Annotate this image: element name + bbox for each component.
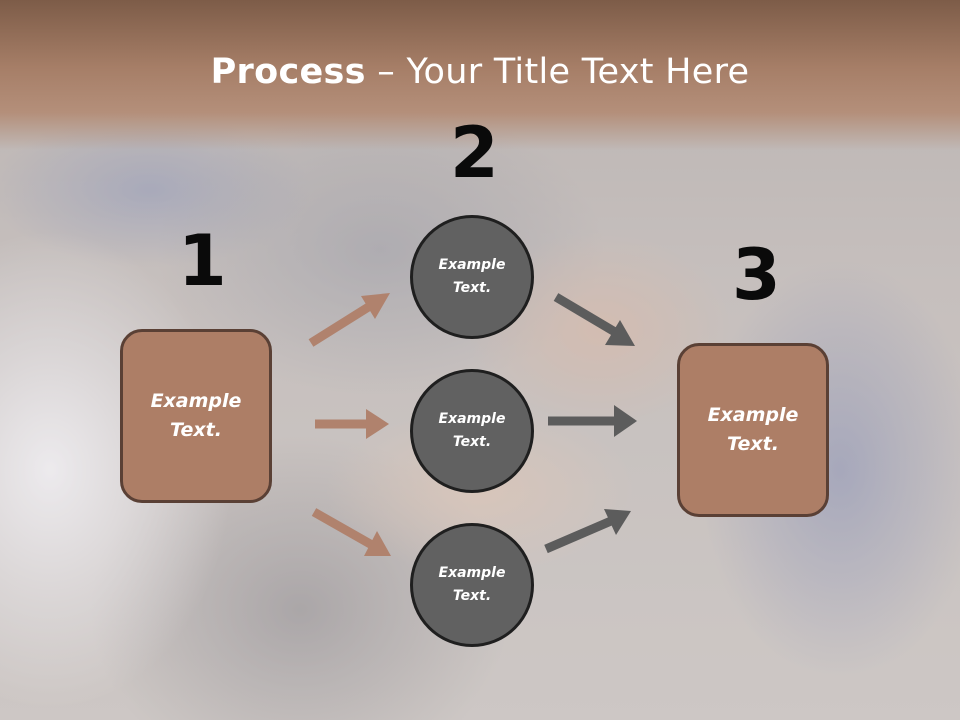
arrow-left-to-top: [308, 293, 390, 347]
middle-circle: Example Text.: [410, 369, 534, 493]
slide-title: Process – Your Title Text Here: [0, 52, 960, 92]
step-number-3: 3: [732, 234, 781, 316]
arrow-left-to-middle: [315, 409, 389, 439]
slide-title-rest: – Your Title Text Here: [365, 52, 750, 92]
top-circle: Example Text.: [410, 215, 534, 339]
step-number-1: 1: [178, 220, 227, 302]
step-number-2: 2: [450, 112, 499, 194]
arrow-bottom-to-right: [544, 509, 631, 554]
right-process-box: Example Text.: [677, 343, 829, 517]
bottom-circle: Example Text.: [410, 523, 534, 647]
slide-title-bold: Process: [210, 52, 366, 92]
arrow-top-to-right: [553, 293, 635, 346]
arrow-left-to-bottom: [311, 508, 391, 556]
arrow-middle-to-right: [548, 405, 637, 437]
left-process-box: Example Text.: [120, 329, 272, 503]
title-band: [0, 0, 960, 150]
